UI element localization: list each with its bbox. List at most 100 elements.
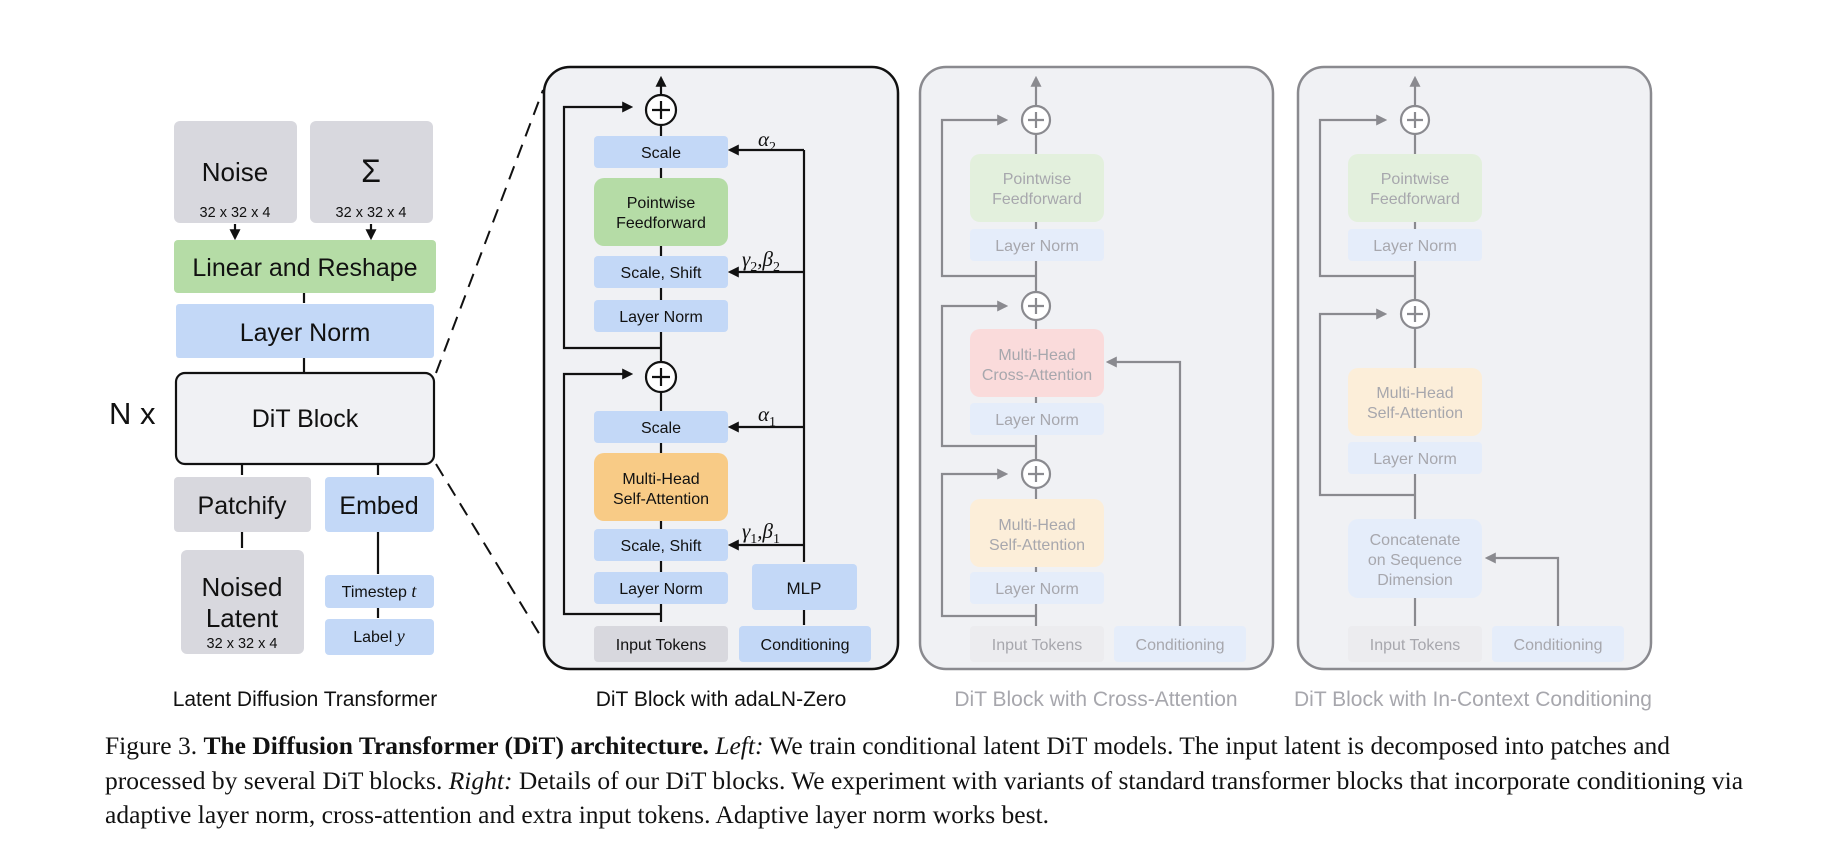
incontext-conditioning-label: Conditioning bbox=[1514, 637, 1603, 654]
caption-bold-title: The Diffusion Transformer (DiT) architec… bbox=[203, 731, 709, 760]
adaln-feedforward-label-1: Pointwise bbox=[627, 195, 696, 212]
alpha-1-label: α1 bbox=[758, 402, 776, 430]
incontext-panel-title: DiT Block with In-Context Conditioning bbox=[1294, 688, 1652, 711]
figure-caption: Figure 3. The Diffusion Transformer (DiT… bbox=[105, 729, 1745, 833]
adaln-scale-bottom bbox=[594, 411, 728, 443]
adaln-self-attention bbox=[594, 453, 728, 521]
label-box bbox=[325, 619, 434, 655]
adaln-scale-shift-top bbox=[594, 256, 728, 288]
cross-layer-norm-3 bbox=[970, 572, 1104, 604]
alpha-2-label: α2 bbox=[758, 127, 776, 155]
incontext-self-attention-label-2: Self-Attention bbox=[1367, 405, 1463, 422]
adaln-scale-shift-bottom bbox=[594, 529, 728, 561]
ldt-panel-title: Latent Diffusion Transformer bbox=[173, 688, 438, 711]
incontext-concatenate-label-1: Concatenate bbox=[1370, 532, 1461, 549]
adaln-layer-norm-top bbox=[594, 300, 728, 332]
adaln-panel-title: DiT Block with adaLN-Zero bbox=[596, 688, 847, 711]
incontext-self-attention bbox=[1348, 368, 1482, 436]
incontext-conditioning bbox=[1492, 626, 1624, 662]
label-label: Label y bbox=[353, 626, 405, 646]
cross-panel-title: DiT Block with Cross-Attention bbox=[954, 688, 1237, 711]
linear-reshape-box bbox=[174, 240, 436, 293]
adaln-scale-top bbox=[594, 136, 728, 168]
patchify-box bbox=[174, 477, 311, 532]
sigma-box bbox=[310, 121, 433, 223]
in-context-panel: Pointwise Feedforward Layer Norm Multi-H… bbox=[1294, 65, 1653, 711]
incontext-layer-norm-1 bbox=[1348, 229, 1482, 261]
cross-attention-label-1: Multi-Head bbox=[998, 347, 1075, 364]
cross-feedforward-label-1: Pointwise bbox=[1003, 171, 1072, 188]
adaln-layer-norm-top-label: Layer Norm bbox=[619, 309, 703, 326]
timestep-label: Timestep t bbox=[342, 581, 418, 601]
adaln-layer-norm-bottom bbox=[594, 572, 728, 604]
adaln-conditioning bbox=[739, 626, 871, 662]
adaln-feedforward-label-2: Feedforward bbox=[616, 215, 706, 232]
cross-feedforward bbox=[970, 154, 1104, 222]
sigma-label: Σ bbox=[361, 153, 381, 189]
caption-prefix: Figure 3. bbox=[105, 731, 204, 760]
adaln-scale-shift-top-label: Scale, Shift bbox=[621, 265, 702, 282]
incontext-self-attention-label-1: Multi-Head bbox=[1376, 385, 1453, 402]
adaln-scale-bottom-label: Scale bbox=[641, 420, 681, 437]
cross-self-attention-label-2: Self-Attention bbox=[989, 537, 1085, 554]
noised-latent-dimensions: 32 x 32 x 4 bbox=[207, 636, 278, 652]
embed-label: Embed bbox=[339, 492, 418, 520]
noised-latent-label-1: Noised bbox=[202, 572, 283, 602]
zoom-line-bottom bbox=[435, 463, 544, 641]
cross-layer-norm-2-label: Layer Norm bbox=[995, 412, 1079, 429]
adaln-mlp bbox=[752, 564, 857, 610]
zoom-line-top bbox=[435, 89, 544, 374]
adaln-feedforward bbox=[594, 178, 728, 246]
patchify-label: Patchify bbox=[198, 492, 287, 520]
adaln-self-attention-label-2: Self-Attention bbox=[613, 491, 709, 508]
latent-diffusion-transformer: Noise 32 x 32 x 4 Σ 32 x 32 x 4 Linear a… bbox=[109, 121, 437, 711]
adaln-mlp-label: MLP bbox=[787, 579, 822, 598]
cross-attention-label-2: Cross-Attention bbox=[982, 367, 1092, 384]
incontext-layer-norm-2-label: Layer Norm bbox=[1373, 451, 1457, 468]
incontext-layer-norm-2 bbox=[1348, 442, 1482, 474]
linear-reshape-label: Linear and Reshape bbox=[192, 254, 417, 282]
noise-dimensions: 32 x 32 x 4 bbox=[200, 205, 271, 221]
adaln-conditioning-label: Conditioning bbox=[761, 637, 850, 654]
incontext-layer-norm-1-label: Layer Norm bbox=[1373, 238, 1457, 255]
incontext-input-tokens-label: Input Tokens bbox=[1370, 637, 1460, 654]
noise-box bbox=[174, 121, 297, 223]
adaln-self-attention-label-1: Multi-Head bbox=[622, 471, 699, 488]
gamma-beta-2-label: γ2,β2 bbox=[742, 247, 780, 275]
cross-conditioning-label: Conditioning bbox=[1136, 637, 1225, 654]
caption-right-label: Right: bbox=[448, 765, 513, 795]
sigma-dimensions: 32 x 32 x 4 bbox=[336, 205, 407, 221]
cross-layer-norm-3-label: Layer Norm bbox=[995, 581, 1079, 598]
layer-norm-box bbox=[176, 304, 434, 358]
n-times-label: N x bbox=[109, 396, 156, 431]
cross-attention-block bbox=[970, 329, 1104, 397]
adaln-input-tokens bbox=[594, 626, 728, 662]
incontext-feedforward-label-2: Feedforward bbox=[1370, 191, 1460, 208]
caption-right-text: Details of our DiT blocks. We experiment… bbox=[105, 765, 1744, 830]
noised-latent-label-2: Latent bbox=[206, 603, 279, 633]
cross-attention-panel: Pointwise Feedforward Layer Norm Multi-H… bbox=[918, 65, 1275, 711]
caption-left-label: Left: bbox=[715, 731, 764, 760]
caption-left-text: We train conditional latent DiT models. … bbox=[105, 731, 1671, 795]
cross-layer-norm-2 bbox=[970, 403, 1104, 435]
cross-input-tokens bbox=[970, 626, 1104, 662]
cross-feedforward-label-2: Feedforward bbox=[992, 191, 1082, 208]
incontext-concatenate-label-2: on Sequence bbox=[1368, 552, 1462, 569]
noise-label: Noise bbox=[202, 157, 268, 187]
embed-box bbox=[325, 477, 434, 532]
cross-input-tokens-label: Input Tokens bbox=[992, 637, 1082, 654]
adaln-zero-panel: Scale Pointwise Feedforward Scale, Shift… bbox=[542, 65, 900, 711]
layer-norm-label: Layer Norm bbox=[240, 319, 371, 347]
adaln-layer-norm-bottom-label: Layer Norm bbox=[619, 581, 703, 598]
adaln-scale-top-label: Scale bbox=[641, 145, 681, 162]
dit-block-box bbox=[174, 371, 436, 466]
incontext-input-tokens bbox=[1348, 626, 1482, 662]
timestep-box bbox=[325, 575, 434, 608]
incontext-concatenate bbox=[1348, 519, 1482, 598]
cross-layer-norm-1-label: Layer Norm bbox=[995, 238, 1079, 255]
cross-layer-norm-1 bbox=[970, 229, 1104, 261]
cross-conditioning bbox=[1114, 626, 1246, 662]
incontext-feedforward bbox=[1348, 154, 1482, 222]
incontext-feedforward-label-1: Pointwise bbox=[1381, 171, 1450, 188]
noised-latent-box bbox=[181, 550, 304, 654]
